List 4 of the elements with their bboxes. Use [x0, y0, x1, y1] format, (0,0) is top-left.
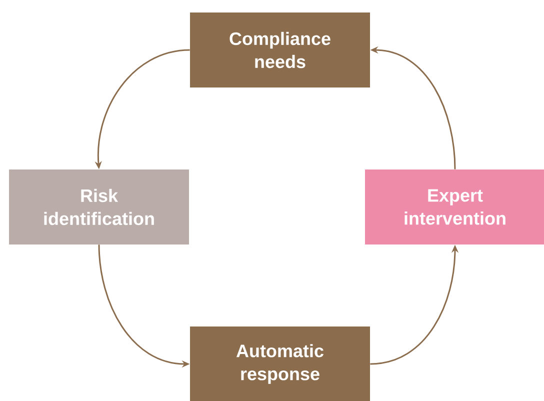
process-box: Expert intervention — [365, 170, 544, 244]
process-box: Automatic response — [190, 326, 370, 401]
process-box: Risk identification — [9, 170, 189, 244]
process-box: Compliance needs — [190, 12, 370, 88]
